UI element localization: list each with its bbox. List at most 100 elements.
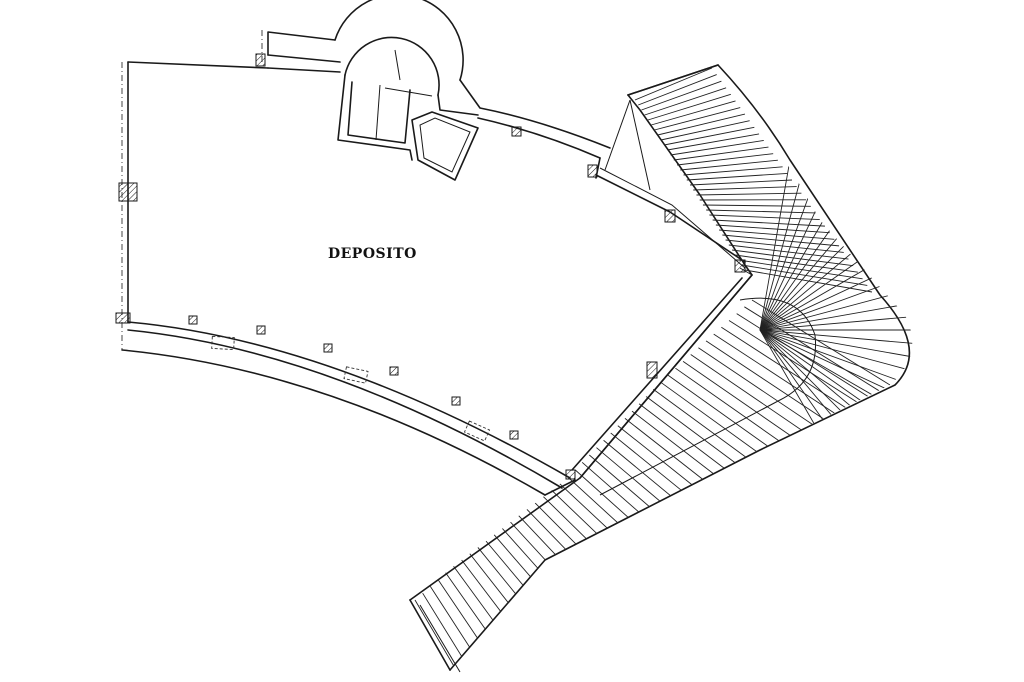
- ne-diag-2: [629, 99, 651, 191]
- column-ne-2: [587, 164, 598, 178]
- ramp-end-inner: [419, 604, 461, 673]
- column-s-2: [256, 325, 266, 335]
- ne-wall-lower2: [599, 167, 746, 269]
- ramp-hatch-line: [759, 165, 805, 331]
- ramp-hatch-line: [560, 470, 644, 547]
- north-wall-inner2: [267, 67, 341, 73]
- column-sw: [115, 312, 131, 324]
- ramp-hatch-line: [468, 551, 525, 624]
- ramp-hatch-line: [698, 347, 822, 431]
- column-s-4: [389, 366, 399, 376]
- ramp-hatch-line: [437, 579, 486, 649]
- ramp-hatch-line: [759, 329, 913, 403]
- column-ne-1: [511, 126, 522, 137]
- ramp-hatch-line: [422, 592, 466, 662]
- ramp-hatch-line: [664, 126, 755, 146]
- column-west: [118, 182, 138, 202]
- ramp-hatch-line: [644, 395, 752, 476]
- ramp-hatch-line: [429, 586, 476, 656]
- ramp-hatch-line: [736, 313, 871, 399]
- ramp-hatch-line: [709, 214, 821, 220]
- lift-box-inner: [419, 117, 471, 173]
- lift-box: [411, 111, 479, 181]
- ramp-hatch-line: [583, 449, 673, 527]
- ramp-hatch-line: [690, 354, 812, 437]
- vent-3: [463, 420, 491, 442]
- ramp-hatch-line: [759, 162, 790, 331]
- ramp-hatch-line: [670, 140, 764, 156]
- ramp-hatch-line: [675, 367, 792, 450]
- ramp-hatch-line: [696, 192, 802, 196]
- ne-diag-1: [604, 99, 631, 171]
- ramp-hatch-line: [725, 239, 844, 253]
- vent-1: [211, 335, 235, 351]
- ramp-hatch-line: [732, 249, 854, 267]
- ramp-hatch-line: [759, 329, 913, 360]
- ramp-hatch-line: [677, 153, 774, 166]
- ramp-hatch-line: [452, 565, 505, 637]
- ramp-hatch-line: [514, 511, 584, 585]
- column-s-3: [323, 343, 333, 353]
- ramp-hatch-line: [721, 326, 851, 412]
- tower-door-arc: [394, 49, 401, 81]
- column-s-1: [188, 315, 198, 325]
- ramp-hatch-line: [498, 524, 565, 598]
- ne-wall-inner: [477, 117, 601, 159]
- ramp-hatch-line: [693, 186, 797, 191]
- ramp-hatch-line: [657, 113, 746, 136]
- north-wall-inner: [267, 54, 341, 63]
- ramp-hatch-line: [445, 572, 495, 643]
- ramp-hatch-line: [738, 259, 863, 280]
- ramp-hatch-line: [682, 360, 802, 444]
- ramp-hatch-line: [683, 166, 783, 176]
- ramp-hatch-line: [759, 329, 913, 389]
- column-e-1: [646, 361, 658, 379]
- column-s-6: [509, 430, 519, 440]
- ramp-hatch-line: [722, 234, 840, 247]
- north-wall: [127, 61, 269, 69]
- ramp-end-top: [627, 64, 719, 96]
- ramp-hatch-line: [715, 224, 830, 234]
- ramp-hatch-line: [667, 133, 760, 151]
- ramp-hatch-line: [689, 179, 793, 186]
- ramp-hatch-line: [680, 159, 778, 171]
- ramp-outer-edge: [449, 64, 911, 671]
- ramp-hatch-line: [647, 93, 731, 121]
- ramp-hatch-line: [759, 314, 913, 331]
- ramp-hatch-line: [728, 320, 861, 405]
- ramp: [409, 64, 913, 673]
- column-s-5: [451, 396, 461, 406]
- room-walls: [121, 0, 753, 496]
- column-ne-3: [664, 209, 676, 223]
- ramp-hatch-line: [544, 483, 624, 559]
- ramp-hatch-line: [735, 254, 858, 273]
- ramp-hatch-line: [744, 306, 881, 392]
- ramp-hatch-line: [638, 74, 717, 106]
- tower-arc-inner: [344, 36, 440, 96]
- south-wall-inner: [127, 321, 571, 479]
- ramp-hatch-line: [741, 264, 868, 286]
- ramp-hatch-line: [506, 517, 574, 592]
- tower-arc-outer: [334, 0, 464, 81]
- column-north-1: [255, 53, 266, 67]
- ramp-hatch-line: [644, 87, 727, 116]
- ramp-hatch-line: [634, 67, 713, 101]
- vent-2: [343, 366, 369, 384]
- ramp-hatch-line: [529, 497, 604, 572]
- ramp-hatch-line: [659, 381, 772, 463]
- tower-body: [337, 74, 413, 161]
- ramp-hatch-line: [705, 340, 831, 424]
- room-label-deposito: DEPOSITO: [328, 246, 417, 262]
- ramp-end-bottom: [409, 599, 451, 671]
- tower-partition-2: [384, 87, 433, 97]
- ne-wall-outer: [459, 79, 611, 149]
- ramp-hatch-line: [567, 463, 654, 540]
- ramp-hatch-line: [759, 329, 913, 375]
- ramp-hatch-line: [590, 442, 683, 521]
- ramp-inner-edge: [409, 94, 753, 601]
- ramp-hatch-line: [636, 401, 742, 482]
- ramp-hatch-line: [654, 107, 741, 131]
- ramp-hatch-line: [759, 175, 833, 331]
- tower-right-wall: [437, 94, 479, 116]
